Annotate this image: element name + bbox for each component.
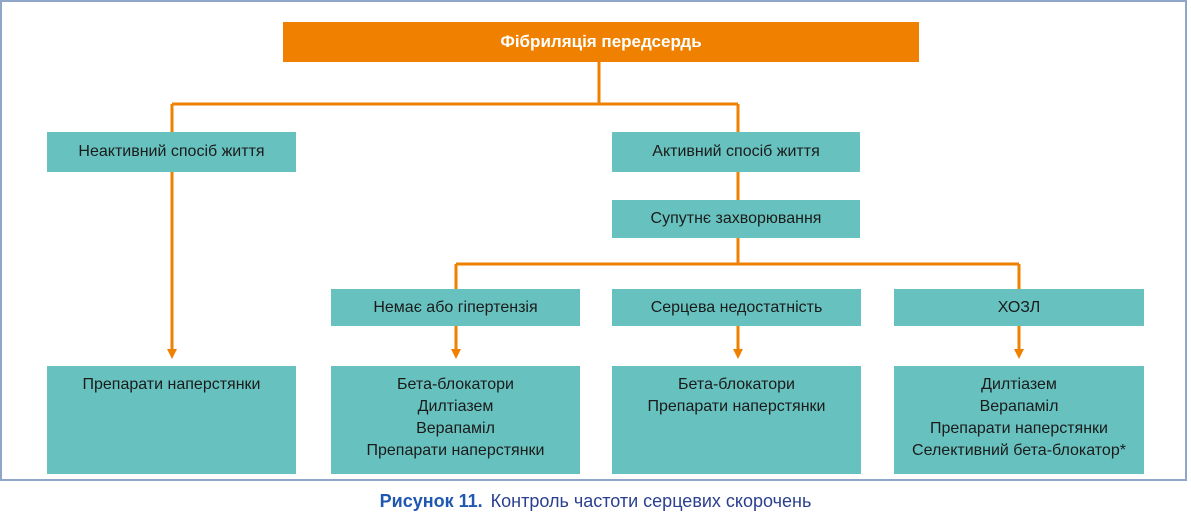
result-item: Селективний бета-блокатор* [912, 442, 1126, 459]
inactive-lifestyle-node: Неактивний спосіб життя [47, 132, 296, 172]
comorbidity-label: Супутнє захворювання [650, 210, 822, 227]
comorbidity-node: Супутнє захворювання [612, 200, 860, 238]
hypertension-node: Немає або гіпертензія [331, 289, 580, 326]
result-heart-failure: Бета-блокатори Препарати наперстянки [612, 366, 861, 474]
active-lifestyle-label: Активний спосіб життя [652, 143, 820, 160]
active-lifestyle-node: Активний спосіб життя [612, 132, 860, 172]
result-item: Препарати наперстянки [930, 420, 1108, 437]
figure-caption: Рисунок 11. Контроль частоти серцевих ско… [0, 491, 1191, 512]
figure-number: Рисунок 11. [379, 491, 483, 511]
result-copd: Дилтіазем Верапаміл Препарати наперстянк… [894, 366, 1144, 474]
result-item: Дилтіазем [981, 376, 1057, 393]
root-label: Фібриляція передсердь [500, 32, 702, 51]
result-item: Верапаміл [416, 420, 495, 437]
result-item: Дилтіазем [417, 398, 494, 415]
inactive-lifestyle-label: Неактивний спосіб життя [78, 143, 265, 160]
figure-caption-text: Контроль частоти серцевих скорочень [490, 491, 812, 511]
hypertension-label: Немає або гіпертензія [373, 298, 538, 316]
connector-lines [167, 60, 1024, 359]
root-node: Фібриляція передсердь [283, 22, 919, 62]
diagram-frame: Фібриляція передсердь Неактивний спосіб … [0, 0, 1187, 481]
result-item: Бета-блокатори [397, 376, 514, 393]
result-item: Препарати наперстянки [366, 442, 545, 459]
result-item: Верапаміл [979, 398, 1059, 415]
result-item: Препарати наперстянки [82, 376, 261, 393]
result-item: Препарати наперстянки [647, 398, 826, 415]
result-hypertension: Бета-блокатори Дилтіазем Верапаміл Препа… [331, 366, 580, 474]
heart-failure-node: Серцева недостатність [612, 289, 861, 326]
copd-label: ХОЗЛ [997, 298, 1041, 316]
result-item: Бета-блокатори [678, 376, 795, 393]
result-inactive: Препарати наперстянки [47, 366, 296, 474]
heart-failure-label: Серцева недостатність [650, 298, 823, 316]
copd-node: ХОЗЛ [894, 289, 1144, 326]
